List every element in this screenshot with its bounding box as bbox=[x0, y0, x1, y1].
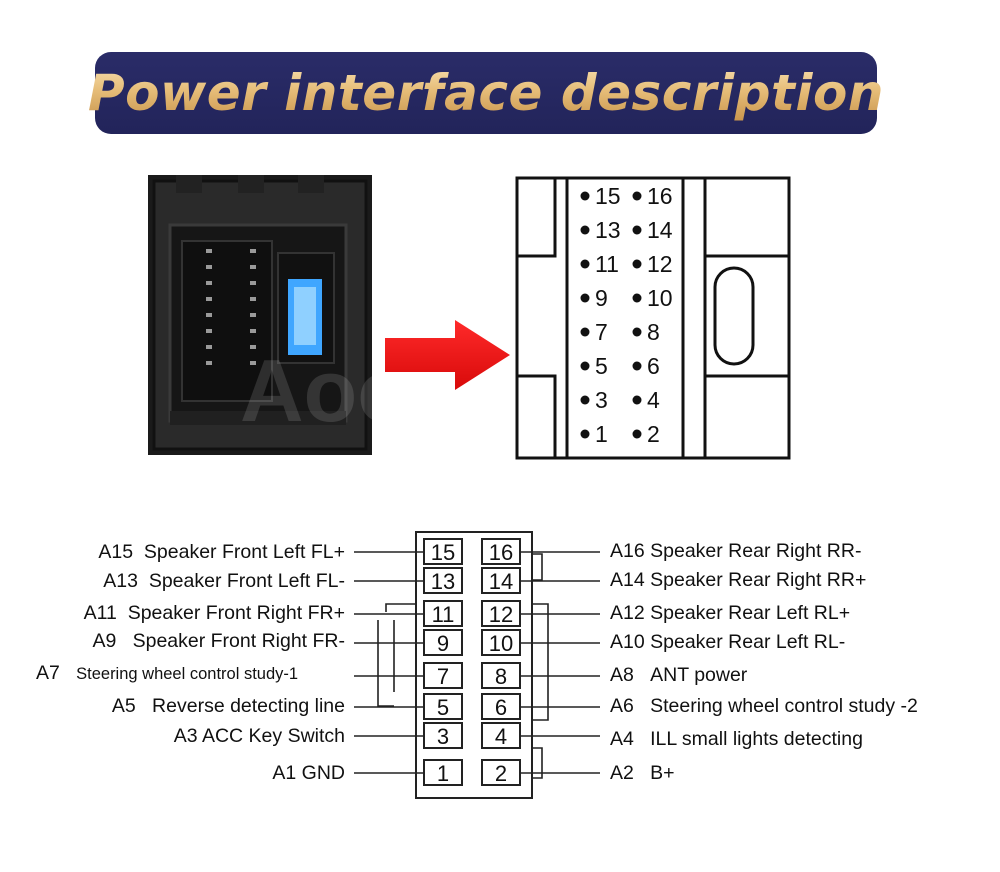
pin-box-number: 11 bbox=[432, 602, 455, 627]
pin-number: 15 bbox=[595, 183, 621, 209]
pin-number: 8 bbox=[647, 319, 660, 345]
pin-dot bbox=[580, 225, 590, 235]
pin-box-number: 5 bbox=[437, 695, 449, 720]
pin-number: 16 bbox=[647, 183, 673, 209]
label-a11: A11 Speaker Front Right FR+ bbox=[83, 602, 345, 624]
pin-number: 6 bbox=[647, 353, 660, 379]
pin-number: 2 bbox=[647, 421, 660, 447]
pin-box bbox=[481, 662, 521, 689]
pin-box bbox=[481, 629, 521, 656]
pin-box-number: 12 bbox=[489, 602, 513, 627]
label-a6: A6 Steering wheel control study -2 bbox=[610, 695, 918, 717]
pin-dot bbox=[580, 429, 590, 439]
pin-box bbox=[423, 600, 463, 627]
pin-box-number: 16 bbox=[489, 540, 513, 565]
pin-dot bbox=[580, 191, 590, 201]
pin-number: 1 bbox=[595, 421, 608, 447]
pin-dot bbox=[580, 395, 590, 405]
pin-box bbox=[423, 629, 463, 656]
pin-box-number: 8 bbox=[495, 664, 507, 689]
pin-box-number: 2 bbox=[495, 761, 507, 786]
pin-number: 4 bbox=[647, 387, 660, 413]
pin-box-number: 4 bbox=[495, 724, 507, 749]
pin-dot bbox=[632, 327, 642, 337]
red-arrow-icon bbox=[385, 320, 510, 390]
pin-box bbox=[481, 567, 521, 594]
pin-box-number: 15 bbox=[431, 540, 455, 565]
label-a1: A1 GND bbox=[272, 762, 345, 784]
pin-dot bbox=[632, 259, 642, 269]
pin-box-number: 13 bbox=[431, 569, 455, 594]
banner-title: Power interface description bbox=[88, 64, 884, 122]
pin-box-number: 3 bbox=[437, 724, 449, 749]
pin-box-number: 10 bbox=[489, 631, 513, 656]
pin-number: 7 bbox=[595, 319, 608, 345]
label-a7: A7 Steering wheel control study-1 bbox=[36, 662, 299, 684]
pin-number: 3 bbox=[595, 387, 608, 413]
pin-dot bbox=[580, 361, 590, 371]
pin-dot bbox=[632, 225, 642, 235]
label-a10: A10 Speaker Rear Left RL- bbox=[610, 631, 846, 653]
label-a13: A13 Speaker Front Left FL- bbox=[103, 570, 345, 592]
pin-box bbox=[481, 538, 521, 565]
pin-box bbox=[481, 693, 521, 720]
pin-box bbox=[481, 759, 521, 786]
label-a12: A12 Speaker Rear Left RL+ bbox=[610, 602, 851, 624]
pin-box-number: 6 bbox=[495, 695, 507, 720]
pin-number: 5 bbox=[595, 353, 608, 379]
pin-dot bbox=[632, 191, 642, 201]
label-a8: A8 ANT power bbox=[610, 664, 748, 686]
pin-number: 10 bbox=[647, 285, 673, 311]
pin-box bbox=[423, 662, 463, 689]
title-banner: Power interface description bbox=[88, 52, 884, 134]
pin-box-number: 14 bbox=[489, 569, 513, 594]
pin-dot bbox=[632, 293, 642, 303]
label-a9: A9 Speaker Front Right FR- bbox=[92, 630, 345, 652]
pin-dot bbox=[580, 327, 590, 337]
pin-dot bbox=[580, 259, 590, 269]
pin-box-number: 1 bbox=[437, 761, 449, 786]
pin-number: 12 bbox=[647, 251, 673, 277]
pin-box bbox=[423, 759, 463, 786]
pin-number: 13 bbox=[595, 217, 621, 243]
pin-number: 9 bbox=[595, 285, 608, 311]
connector-photo bbox=[148, 175, 372, 455]
label-a16: A16 Speaker Rear Right RR- bbox=[610, 540, 862, 562]
label-a5: A5 Reverse detecting line bbox=[111, 695, 345, 717]
label-a4: A4 ILL small lights detecting bbox=[610, 728, 863, 750]
label-a2: A2 B+ bbox=[610, 762, 675, 784]
label-a14: A14 Speaker Rear Right RR+ bbox=[610, 569, 867, 591]
label-a3: A3 ACC Key Switch bbox=[173, 725, 345, 747]
pin-box bbox=[423, 538, 463, 565]
pin-number: 11 bbox=[595, 251, 619, 277]
pin-dot bbox=[632, 429, 642, 439]
pin-dot bbox=[580, 293, 590, 303]
pin-dot bbox=[632, 361, 642, 371]
pin-box-number: 9 bbox=[437, 631, 449, 656]
pin-box-number: 7 bbox=[437, 664, 449, 689]
pin-box bbox=[423, 693, 463, 720]
label-a15: A15 Speaker Front Left FL+ bbox=[98, 541, 345, 563]
pin-number: 14 bbox=[647, 217, 673, 243]
pin-dot bbox=[632, 395, 642, 405]
